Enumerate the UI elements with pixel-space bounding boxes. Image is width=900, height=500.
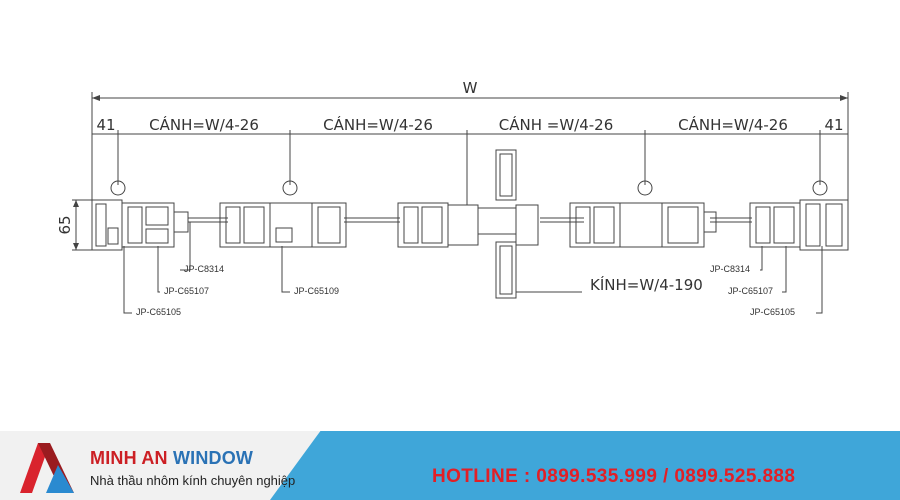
part-label-left-2: JP-C65107	[164, 286, 209, 296]
brand-name-part2: WINDOW	[172, 448, 254, 468]
part-label-right-1: JP-C8314	[710, 264, 750, 274]
company-logo	[20, 443, 74, 493]
brand-name-part1: MINH AN	[90, 448, 173, 468]
part-label-left-4: JP-C65105	[136, 307, 181, 317]
height-dim: 65	[56, 215, 74, 234]
section-drawing: W 41 41 CÁNH=W/4-26 CÁNH=W/4-26 CÁNH =W/…	[56, 79, 849, 317]
footer-banner: MINH AN WINDOW Nhà thầu nhôm kính chuyên…	[0, 431, 900, 500]
brand-name: MINH AN WINDOW	[90, 448, 253, 469]
hotline: HOTLINE : 0899.535.999 / 0899.525.888	[432, 466, 796, 487]
part-label-left-1: JP-C8314	[184, 264, 224, 274]
sash-dim-4: CÁNH=W/4-26	[678, 115, 788, 134]
sash-dim-1: CÁNH=W/4-26	[149, 115, 259, 134]
left-edge-dim: 41	[96, 116, 115, 134]
tagline: Nhà thầu nhôm kính chuyên nghiệp	[90, 473, 296, 488]
part-label-left-3: JP-C65109	[294, 286, 339, 296]
glass-dim: KÍNH=W/4-190	[590, 275, 703, 294]
banner-right-panel	[270, 431, 900, 500]
sash-dim-3: CÁNH =W/4-26	[499, 115, 614, 134]
overall-width-label: W	[463, 79, 478, 97]
sash-dim-2: CÁNH=W/4-26	[323, 115, 433, 134]
part-label-right-3: JP-C65105	[750, 307, 795, 317]
right-edge-dim: 41	[824, 116, 843, 134]
part-label-right-2: JP-C65107	[728, 286, 773, 296]
